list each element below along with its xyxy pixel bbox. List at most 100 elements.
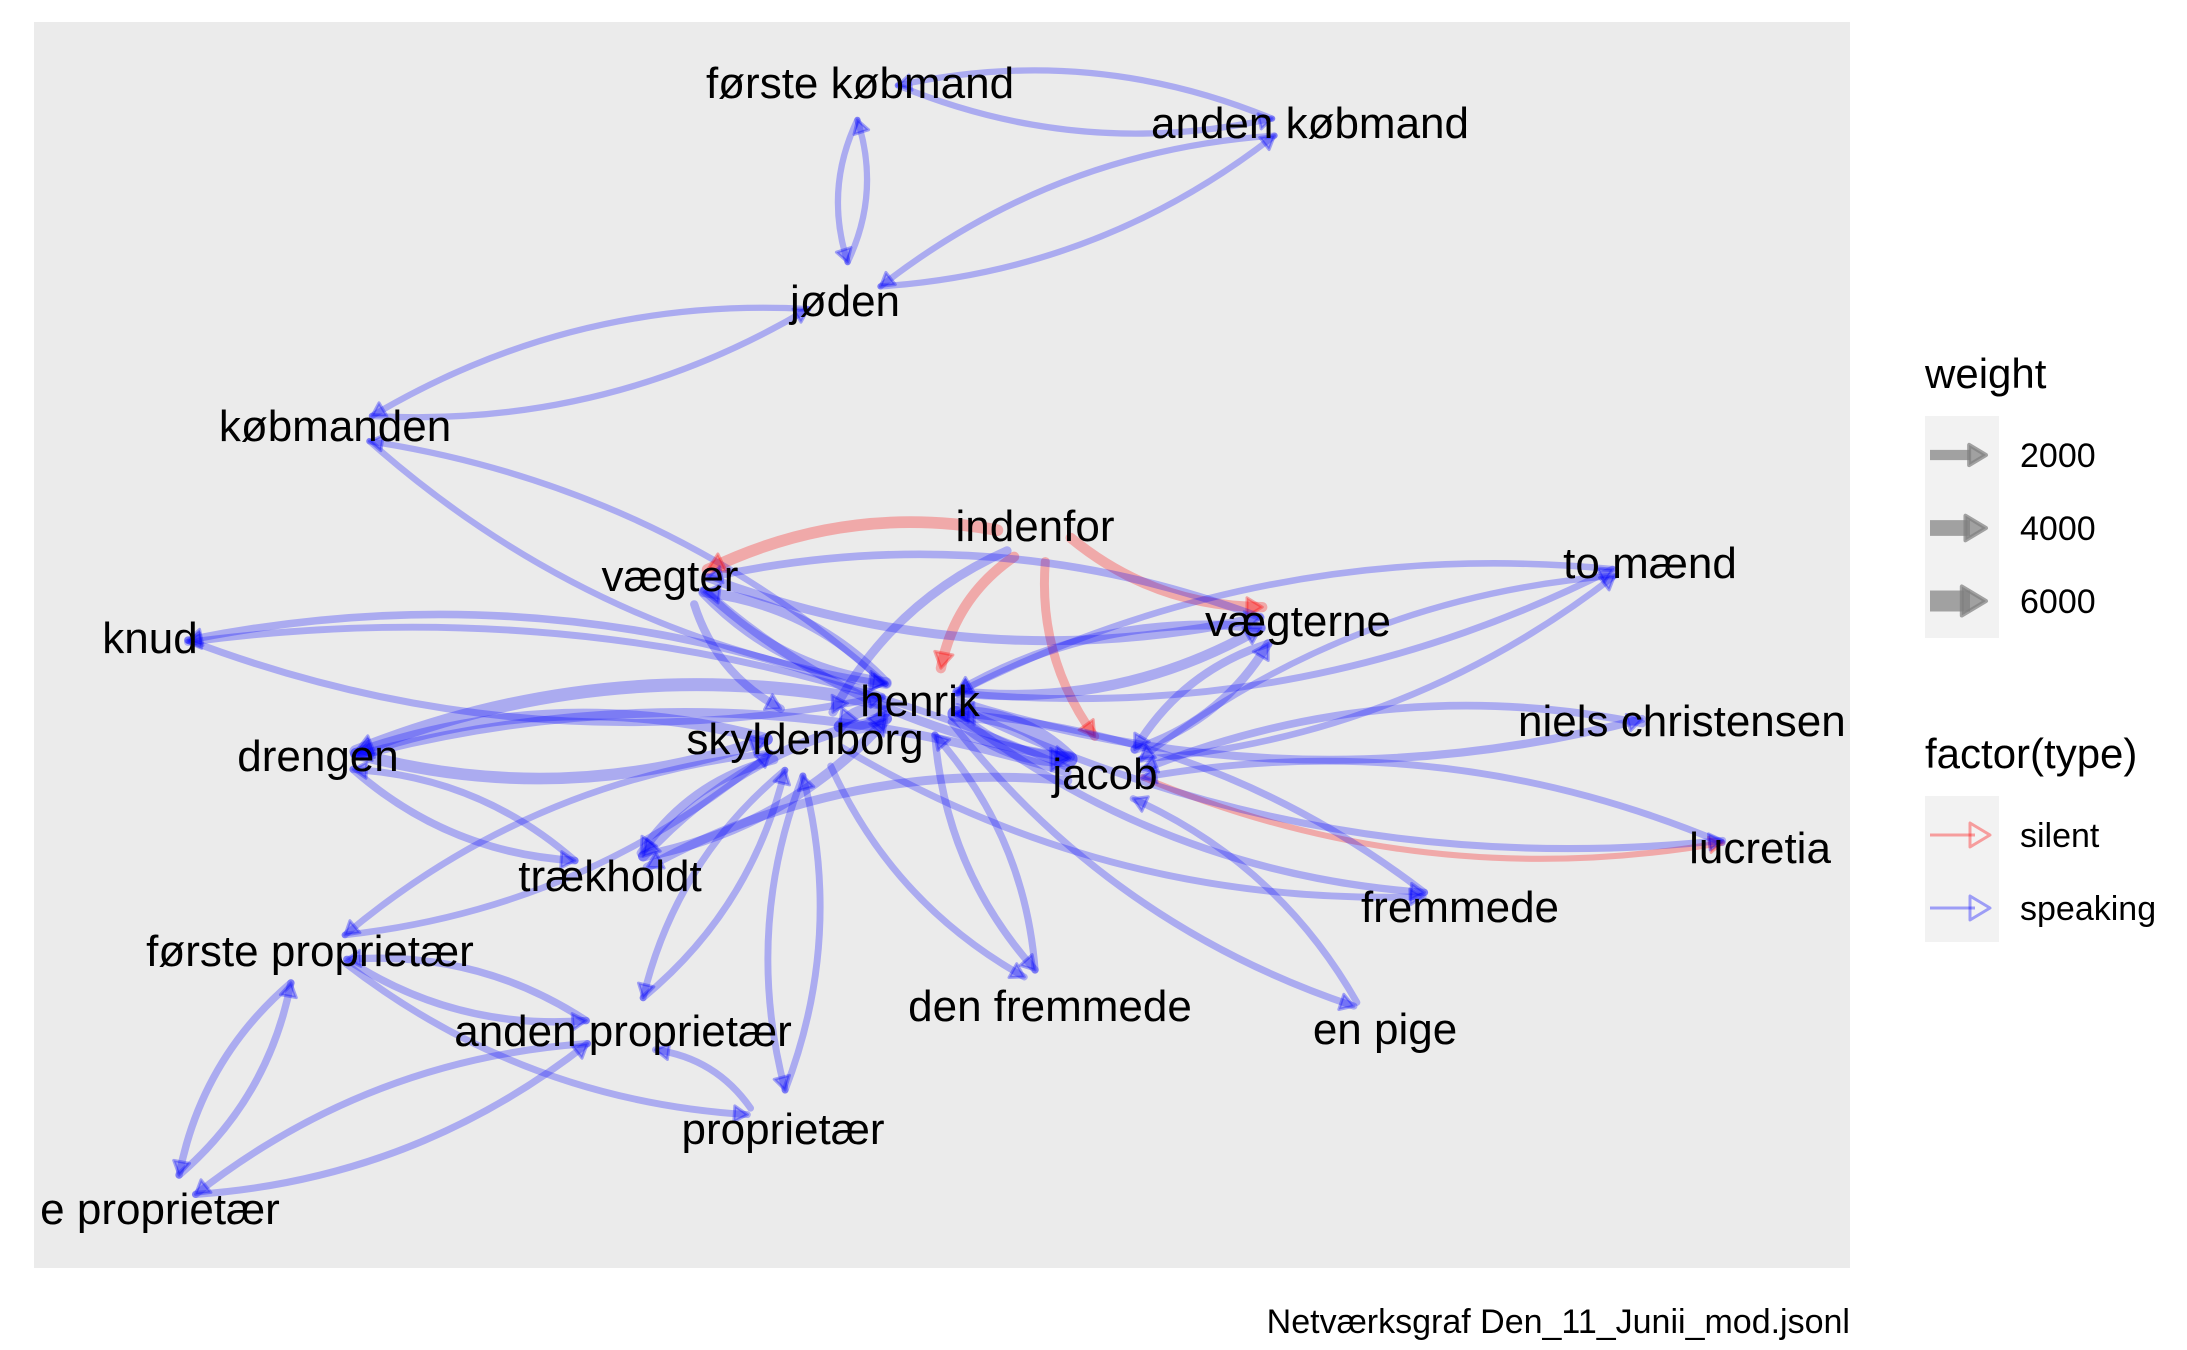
edge-henrik-to-traekholdt — [637, 713, 893, 862]
edge-line — [637, 713, 893, 862]
edge-arrowhead — [278, 981, 298, 1000]
edge-lucretia-to-jacob — [1139, 757, 1726, 847]
edge-line — [368, 304, 812, 420]
edge-skyldenborg-to-den_fremmede — [827, 762, 1028, 981]
edge-line — [343, 955, 590, 1026]
legend-weight-label-6000: 6000 — [2020, 583, 2096, 621]
edge-skyldenborg-to-drengen — [350, 708, 773, 760]
edge-line — [953, 565, 1617, 703]
legend-type-arrowhead — [1968, 894, 1992, 922]
edge-line — [701, 516, 1004, 576]
legend-weight-arrowhead — [1959, 584, 1988, 618]
edge-proprietaer-to-anden_proprietaer — [651, 1042, 755, 1112]
edge-henrik-to-en_pige — [947, 718, 1358, 1011]
edge-arrowhead — [879, 270, 897, 288]
plot-panel — [34, 22, 1850, 1268]
edge-arrowhead — [866, 709, 887, 732]
edge-line — [894, 82, 1276, 137]
edge-arrowhead — [354, 742, 374, 763]
edge-line — [951, 709, 1429, 897]
edge-line — [350, 733, 773, 785]
edge-arrowhead — [933, 649, 955, 670]
edge-line — [184, 623, 1071, 772]
edge-arrowhead — [866, 690, 884, 709]
edge-line — [704, 550, 1264, 622]
edge-arrowhead — [955, 675, 976, 694]
edge-line — [341, 749, 774, 939]
node-label-forste-kobmand: første købmand — [706, 59, 1014, 108]
edge-arrowhead — [772, 1073, 791, 1092]
legend-weight-arrowhead — [1963, 513, 1988, 543]
edge-arrowhead — [791, 307, 810, 324]
edge-line — [877, 132, 1278, 290]
legend-type-label-speaking: speaking — [2020, 890, 2156, 928]
edge-arrowhead — [797, 774, 816, 793]
edge-arrowhead — [1242, 610, 1262, 631]
edge-line — [1138, 701, 1647, 774]
edge-henrik-to-jacob — [947, 706, 1078, 773]
edge-jacob-to-to_maend — [1137, 572, 1618, 763]
edge-line — [951, 709, 1429, 897]
legend-weight-label-2000: 2000 — [2020, 437, 2096, 475]
node-label-den-fremmede: den fremmede — [908, 982, 1192, 1031]
edge-arrowhead — [345, 948, 363, 968]
edge-line — [952, 620, 1266, 697]
node-label-to-maend: to mænd — [1563, 539, 1737, 588]
edge-line — [1139, 757, 1726, 847]
legend-weight-key-4000 — [1930, 513, 1988, 543]
edge-line — [175, 979, 295, 1179]
edge-line — [952, 622, 1266, 701]
edge-forste_proprietaer-to-skyldenborg — [341, 749, 774, 939]
edge-arrowhead — [953, 700, 976, 727]
edge-line — [1130, 639, 1273, 754]
edge-henrik-to-vaegter — [698, 583, 892, 689]
edge-line — [1130, 639, 1273, 754]
edge-line — [1065, 532, 1268, 613]
node-label-en-pige: en pige — [1313, 1005, 1457, 1054]
edge-indenfor-to-vaegter — [701, 516, 1004, 576]
edge-line — [1129, 795, 1361, 1006]
edge-line — [636, 755, 779, 858]
edge-arrowhead — [570, 1042, 589, 1060]
edge-arrowhead — [559, 850, 577, 870]
edge-arrowhead — [645, 851, 666, 870]
edge-to_maend-to-jacob — [1137, 572, 1618, 763]
edge-arrowhead — [1053, 745, 1072, 766]
edge-den_fremmede-to-henrik — [931, 731, 1039, 974]
edge-indenfor-to-vaegterne — [1065, 532, 1268, 618]
edge-line — [833, 705, 892, 735]
edge-henrik-to-vaegterne — [952, 622, 1266, 701]
edge-arrowhead — [1595, 566, 1615, 584]
edge-arrowhead — [1007, 962, 1026, 979]
edge-arrowhead — [870, 672, 888, 691]
edge-line — [935, 551, 1020, 674]
edge-skyldenborg-to-proprietaer — [764, 772, 807, 1094]
edge-arrowhead — [933, 733, 952, 752]
edge-skyldenborg-to-anden_proprietaer — [637, 766, 789, 1002]
legend-type-label-silent: silent — [2020, 817, 2100, 855]
edge-vaegter-to-vaegterne — [703, 573, 1265, 646]
edge-jacob-to-lucretia — [1139, 774, 1726, 862]
node-label-niels: niels christensen — [1518, 697, 1846, 746]
edge-line — [366, 438, 889, 687]
node-label-proprietaer: proprietær — [682, 1105, 885, 1154]
edge-knud-to-henrik — [184, 636, 886, 727]
legend-weight-title: weight — [1924, 350, 2047, 397]
legend-weight-key-6000 — [1930, 584, 1988, 618]
edge-line — [947, 706, 1078, 767]
edges-layer — [172, 67, 1727, 1198]
edge-kobmanden-to-henrik — [366, 438, 889, 691]
edge-line — [844, 116, 871, 266]
edge-proprietaer-to-skyldenborg — [781, 772, 824, 1094]
edge-jacob-to-knud — [184, 623, 1071, 772]
edge-line — [877, 132, 1278, 290]
node-label-lucretia: lucretia — [1689, 824, 1831, 873]
edge-arrowhead — [194, 1178, 213, 1196]
edge-arrowhead — [637, 981, 656, 1000]
edge-arrowhead — [186, 631, 204, 650]
edge-traekholdt-to-drengen — [349, 760, 579, 865]
edge-arrowhead — [1408, 881, 1426, 901]
node-label-traekholdt: trækholdt — [518, 852, 701, 901]
